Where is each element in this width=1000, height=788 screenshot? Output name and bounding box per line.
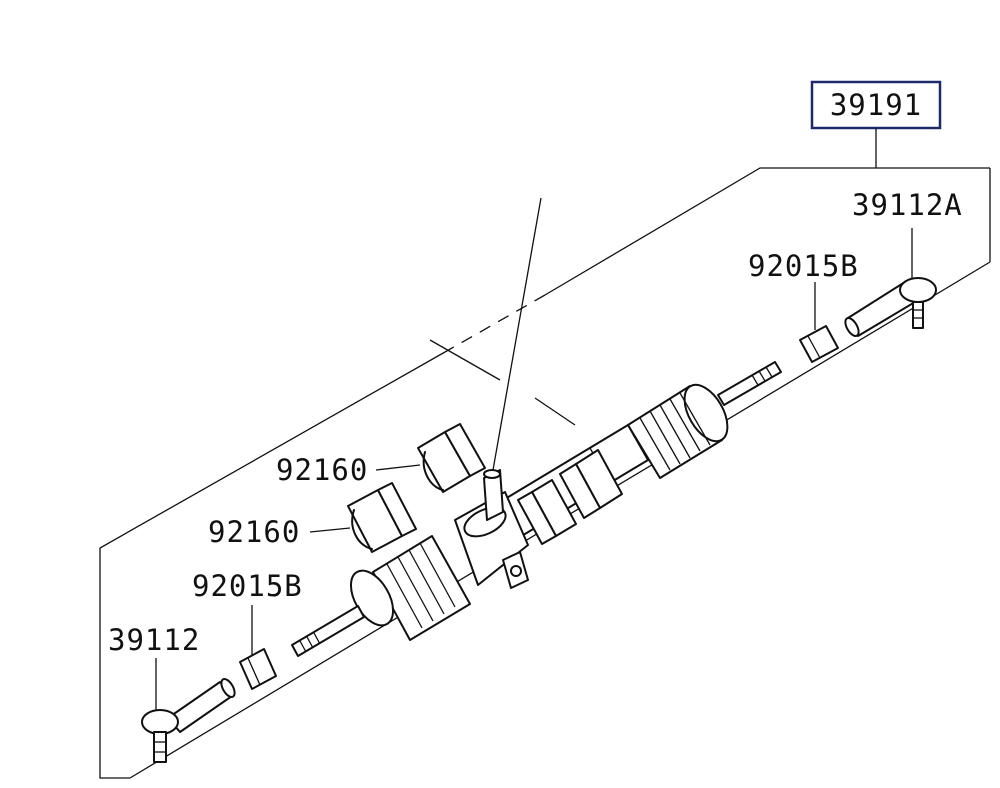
right-rack-boot [627, 383, 729, 479]
loose-bushing-lower [347, 482, 417, 553]
label-92160-lower: 92160 [208, 515, 300, 549]
pinion-housing [454, 469, 529, 589]
label-92015B-right: 92015B [748, 249, 859, 283]
housing-bushing-lower [517, 479, 577, 545]
assembly-boundary [99, 167, 991, 779]
right-tie-rod-shaft [717, 361, 782, 406]
label-39112: 39112 [108, 623, 200, 657]
label-92160-upper: 92160 [276, 453, 368, 487]
left-tie-rod-end [141, 677, 236, 763]
leader-92160-lower [309, 527, 351, 533]
right-tie-rod-end [844, 277, 937, 338]
assembly-number: 39191 [830, 88, 922, 122]
left-rack-boot [349, 535, 471, 641]
left-tie-rod-shaft [291, 605, 365, 657]
housing-bushing-upper [559, 449, 623, 519]
left-lock-nut [239, 648, 277, 690]
assembly-number-callout: 39191 [810, 80, 942, 168]
pinion-leader-line [492, 197, 542, 471]
leader-92160-upper [375, 464, 421, 471]
label-92015B-left: 92015B [192, 569, 303, 603]
loose-bushing-upper [417, 423, 486, 493]
right-lock-nut [799, 325, 839, 363]
label-39112A: 39112A [852, 188, 963, 222]
